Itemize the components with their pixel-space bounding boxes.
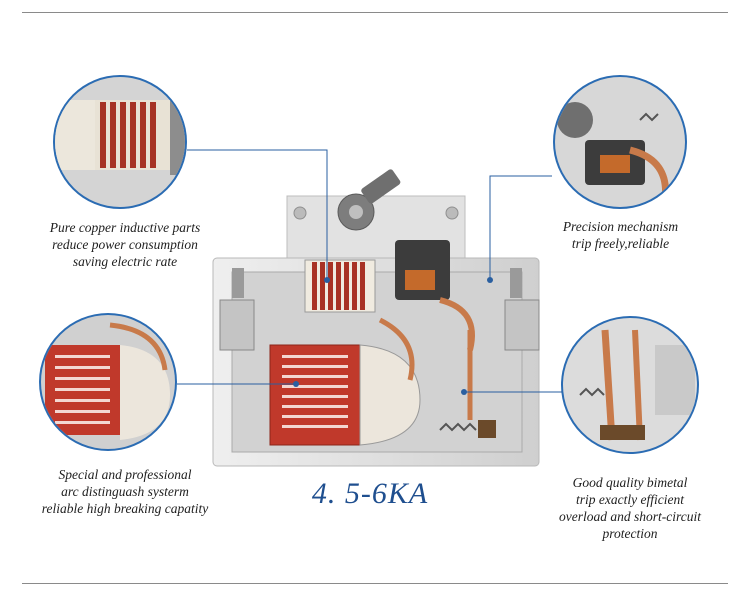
caption-copper: Pure copper inductive parts reduce power… bbox=[25, 219, 225, 270]
caption-mechanism-line-1: Precision mechanism bbox=[562, 219, 679, 234]
caption-arc-line-3: reliable high breaking capatity bbox=[41, 501, 209, 516]
caption-mechanism-line-2: trip freely,reliable bbox=[571, 236, 670, 251]
caption-bimetal-line-2: trip exactly efficient bbox=[576, 492, 684, 507]
zoom-bimetal bbox=[561, 316, 699, 454]
arc-chute bbox=[269, 317, 421, 446]
caption-copper-line-1: Pure copper inductive parts bbox=[49, 220, 201, 235]
handle-gear bbox=[337, 169, 401, 231]
trip-mechanism bbox=[395, 240, 475, 420]
caption-bimetal-line-4: protection bbox=[602, 526, 658, 541]
copper-coil bbox=[304, 259, 376, 313]
caption-arc: Special and professional arc distinguash… bbox=[15, 466, 235, 517]
bottom-divider bbox=[22, 583, 728, 584]
caption-bimetal: Good quality bimetal trip exactly effici… bbox=[530, 474, 730, 542]
zoom-copper bbox=[53, 75, 187, 209]
zoom-mechanism bbox=[553, 75, 687, 209]
top-divider bbox=[22, 12, 728, 13]
caption-copper-line-3: saving electric rate bbox=[72, 254, 178, 269]
caption-copper-line-2: reduce power consumption bbox=[52, 237, 198, 252]
caption-bimetal-line-1: Good quality bimetal bbox=[572, 475, 688, 490]
caption-mechanism: Precision mechanism trip freely,reliable bbox=[538, 218, 703, 252]
caption-bimetal-line-3: overload and short-circuit bbox=[559, 509, 701, 524]
zoom-arc-chute bbox=[39, 313, 177, 451]
breaking-capacity-rating: 4. 5-6KA bbox=[311, 477, 429, 510]
callout-lines bbox=[177, 149, 562, 395]
caption-arc-line-1: Special and professional bbox=[58, 467, 192, 482]
caption-arc-line-2: arc distinguash systerm bbox=[61, 484, 189, 499]
bimetal-spring bbox=[439, 420, 496, 438]
